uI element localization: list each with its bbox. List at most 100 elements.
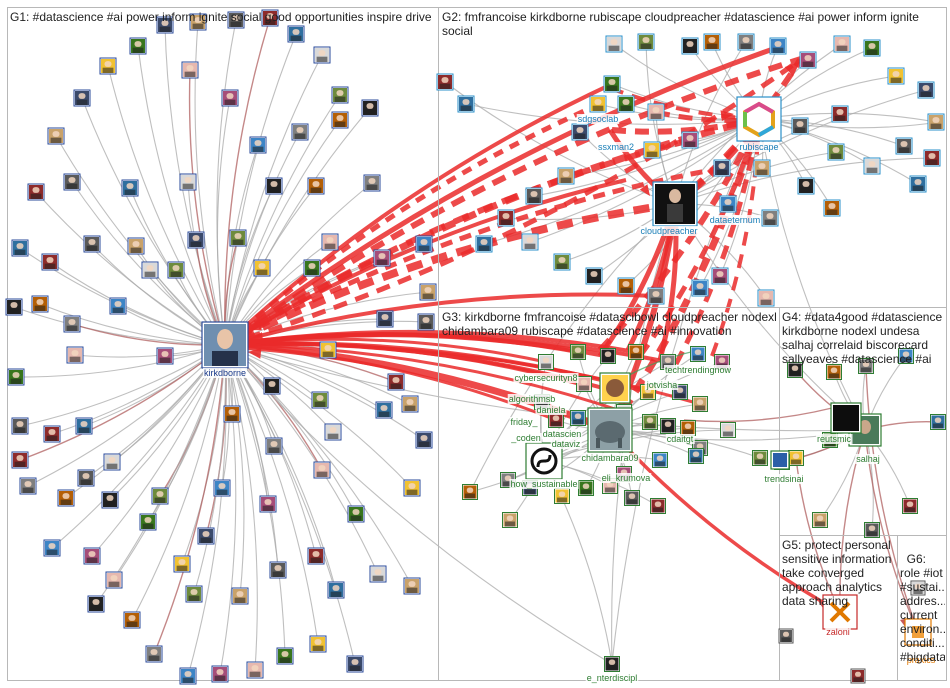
- node-avatar[interactable]: [41, 253, 59, 271]
- node-avatar[interactable]: [291, 123, 309, 141]
- node-avatar[interactable]: [181, 61, 199, 79]
- praxics-logo[interactable]: [904, 618, 932, 646]
- node-avatar[interactable]: [642, 414, 658, 430]
- node-avatar[interactable]: [812, 512, 828, 528]
- node-avatar[interactable]: [123, 611, 141, 629]
- node-avatar[interactable]: [319, 341, 337, 359]
- node-avatar[interactable]: [227, 11, 245, 29]
- node-avatar[interactable]: [11, 451, 29, 469]
- node-avatar[interactable]: [5, 298, 23, 316]
- node-avatar[interactable]: [628, 344, 644, 360]
- node-avatar[interactable]: [287, 25, 305, 43]
- node-avatar[interactable]: [497, 209, 515, 227]
- node-avatar[interactable]: [19, 477, 37, 495]
- node-avatar[interactable]: [603, 75, 621, 93]
- node-avatar[interactable]: [83, 235, 101, 253]
- node-avatar[interactable]: [11, 239, 29, 257]
- node-avatar[interactable]: [660, 418, 676, 434]
- node-avatar[interactable]: [895, 137, 913, 155]
- node-avatar[interactable]: [578, 480, 594, 496]
- node-avatar[interactable]: [692, 396, 708, 412]
- node-avatar[interactable]: [185, 585, 203, 603]
- node-avatar[interactable]: [145, 645, 163, 663]
- node-avatar[interactable]: [167, 261, 185, 279]
- node-avatar[interactable]: [787, 362, 803, 378]
- node-avatar[interactable]: [87, 595, 105, 613]
- node-avatar[interactable]: [713, 159, 731, 177]
- node-avatar[interactable]: [179, 667, 197, 685]
- node-avatar[interactable]: [103, 453, 121, 471]
- node-avatar[interactable]: [680, 420, 696, 436]
- node-avatar[interactable]: [570, 344, 586, 360]
- node-avatar[interactable]: [788, 450, 804, 466]
- node-avatar[interactable]: [419, 283, 437, 301]
- node-avatar[interactable]: [823, 199, 841, 217]
- node-avatar[interactable]: [681, 37, 699, 55]
- node-avatar[interactable]: [863, 157, 881, 175]
- node-avatar[interactable]: [600, 348, 616, 364]
- node-avatar[interactable]: [363, 174, 381, 192]
- node-avatar[interactable]: [462, 484, 478, 500]
- node-avatar[interactable]: [403, 577, 421, 595]
- cloudpreacher-avatar[interactable]: [652, 181, 698, 227]
- node-avatar[interactable]: [719, 195, 737, 213]
- node-avatar[interactable]: [309, 635, 327, 653]
- node-avatar[interactable]: [27, 183, 45, 201]
- node-avatar[interactable]: [691, 279, 709, 297]
- node-avatar[interactable]: [229, 229, 247, 247]
- node-avatar[interactable]: [769, 37, 787, 55]
- node-avatar[interactable]: [187, 231, 205, 249]
- node-avatar[interactable]: [321, 233, 339, 251]
- node-avatar[interactable]: [902, 498, 918, 514]
- node-avatar[interactable]: [576, 376, 592, 392]
- node-avatar[interactable]: [457, 95, 475, 113]
- node-avatar[interactable]: [711, 267, 729, 285]
- node-avatar[interactable]: [604, 656, 620, 672]
- node-avatar[interactable]: [521, 233, 539, 251]
- node-avatar[interactable]: [833, 35, 851, 53]
- node-avatar[interactable]: [589, 95, 607, 113]
- node-avatar[interactable]: [797, 177, 815, 195]
- node-avatar[interactable]: [647, 103, 665, 121]
- node-avatar[interactable]: [688, 448, 704, 464]
- node-avatar[interactable]: [650, 498, 666, 514]
- rubiscape-logo[interactable]: [736, 96, 782, 142]
- node-avatar[interactable]: [652, 452, 668, 468]
- node-avatar[interactable]: [909, 175, 927, 193]
- node-avatar[interactable]: [347, 505, 365, 523]
- node-avatar[interactable]: [156, 16, 174, 34]
- node-avatar[interactable]: [403, 479, 421, 497]
- node-avatar[interactable]: [858, 358, 874, 374]
- trendsinai-avatar[interactable]: [770, 450, 790, 470]
- node-avatar[interactable]: [690, 346, 706, 362]
- node-avatar[interactable]: [752, 450, 768, 466]
- chidambara09-avatar[interactable]: [587, 407, 633, 453]
- node-avatar[interactable]: [548, 412, 564, 428]
- node-avatar[interactable]: [197, 527, 215, 545]
- node-avatar[interactable]: [923, 149, 941, 167]
- node-avatar[interactable]: [99, 57, 117, 75]
- node-avatar[interactable]: [261, 9, 279, 27]
- node-avatar[interactable]: [917, 81, 935, 99]
- node-avatar[interactable]: [753, 159, 771, 177]
- node-avatar[interactable]: [307, 177, 325, 195]
- node-avatar[interactable]: [761, 209, 779, 227]
- node-avatar[interactable]: [259, 495, 277, 513]
- node-avatar[interactable]: [703, 33, 721, 51]
- node-avatar[interactable]: [415, 235, 433, 253]
- node-avatar[interactable]: [863, 39, 881, 57]
- node-avatar[interactable]: [930, 414, 946, 430]
- node-avatar[interactable]: [637, 33, 655, 51]
- node-avatar[interactable]: [43, 539, 61, 557]
- node-avatar[interactable]: [173, 555, 191, 573]
- node-avatar[interactable]: [253, 259, 271, 277]
- how-sustainable-logo[interactable]: [525, 442, 563, 480]
- node-avatar[interactable]: [927, 113, 945, 131]
- node-avatar[interactable]: [179, 173, 197, 191]
- node-avatar[interactable]: [571, 123, 589, 141]
- node-avatar[interactable]: [373, 249, 391, 267]
- node-avatar[interactable]: [791, 117, 809, 135]
- node-avatar[interactable]: [246, 661, 264, 679]
- node-avatar[interactable]: [127, 237, 145, 255]
- node-avatar[interactable]: [31, 295, 49, 313]
